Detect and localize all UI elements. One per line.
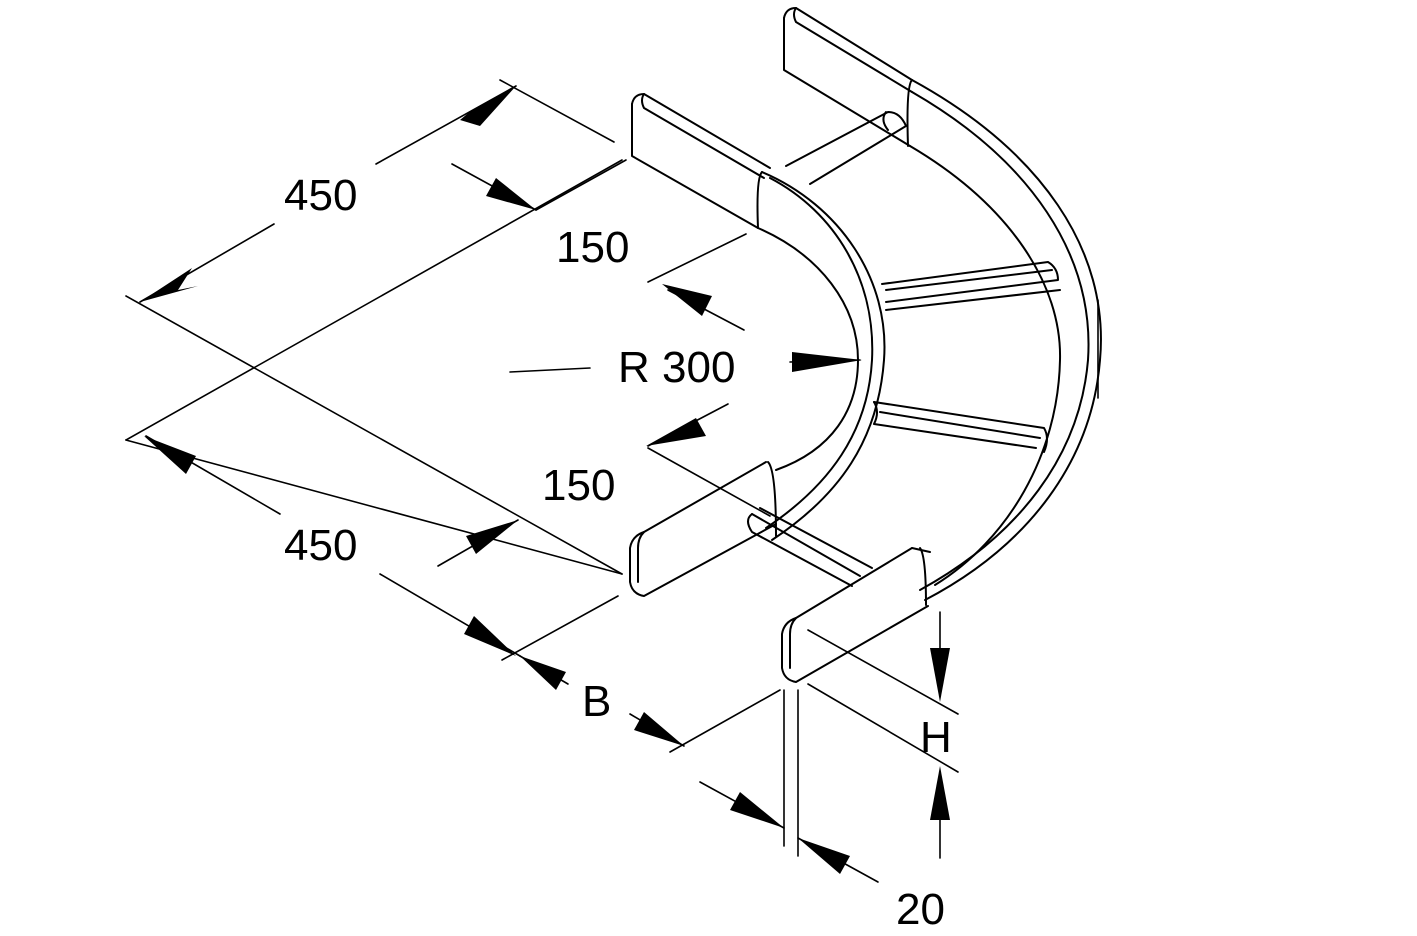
label-thickness: 20 xyxy=(896,885,945,934)
outer-side-rail xyxy=(781,7,1102,683)
label-height: H xyxy=(920,713,952,762)
label-radius: R 300 xyxy=(618,343,735,392)
dim-B xyxy=(519,655,781,753)
dim-450-top xyxy=(125,79,623,575)
label-length-top: 450 xyxy=(284,171,357,220)
dim-150-bottom xyxy=(646,403,771,517)
dim-150-top xyxy=(451,159,747,331)
dim-radius xyxy=(509,352,862,373)
label-offset-top: 150 xyxy=(556,223,629,272)
dim-20 xyxy=(699,689,879,883)
label-offset-bottom: 150 xyxy=(542,461,615,510)
dim-450-bottom xyxy=(125,435,623,661)
label-width: B xyxy=(582,677,611,726)
dim-diagonal-line xyxy=(125,159,623,441)
dimension-labels: 450 150 R 300 150 450 B H 20 xyxy=(284,171,952,934)
dimension-lines xyxy=(125,79,959,883)
dim-H xyxy=(807,611,959,859)
label-length-bottom: 450 xyxy=(284,521,357,570)
rungs xyxy=(747,111,1061,587)
